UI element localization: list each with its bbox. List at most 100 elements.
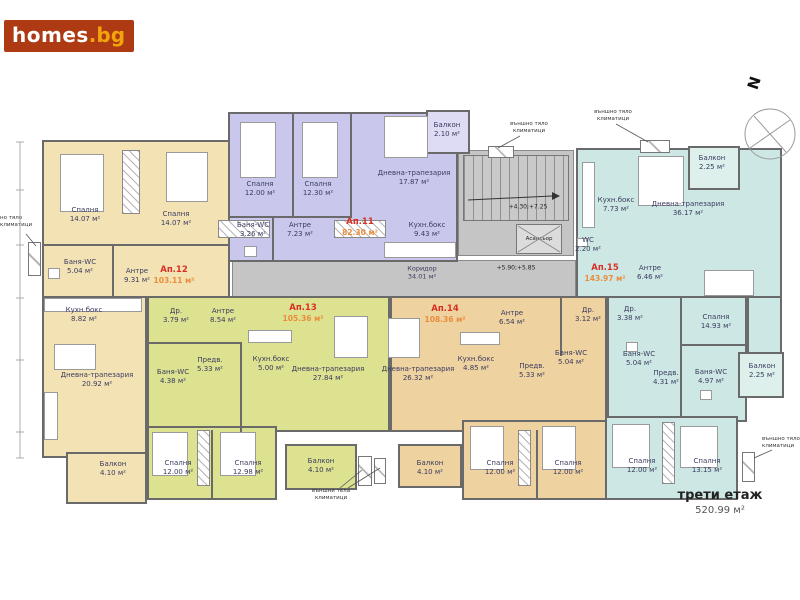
room-name: Баня-WC xyxy=(694,367,728,376)
room-area: 14.07 м² xyxy=(69,215,101,223)
room-name: Кухн.бокс xyxy=(408,220,446,229)
room-area: 12.00 м² xyxy=(244,189,276,197)
room-area: 36.17 м² xyxy=(672,209,704,217)
ac-note-line: външни тела xyxy=(311,488,351,494)
bath-fixture xyxy=(48,268,60,279)
room-name: Предв. xyxy=(197,355,223,364)
bed xyxy=(704,270,754,296)
room-area: 14.93 м² xyxy=(700,322,732,330)
floor-name: трети етаж xyxy=(677,488,763,503)
dining-table xyxy=(334,316,368,358)
room-name: Баня-WC xyxy=(236,220,270,229)
room-name: Предв. xyxy=(653,368,679,377)
room-area: 2.10 м² xyxy=(434,130,460,138)
room-area: 5.04 м² xyxy=(626,359,652,367)
ac-unit xyxy=(742,452,755,482)
room-area: 7.73 м² xyxy=(603,205,629,213)
room-area: 5.33 м² xyxy=(197,365,223,373)
wardrobe xyxy=(122,150,140,214)
room-area: 12.00 м² xyxy=(626,466,658,474)
bed xyxy=(240,122,276,178)
bed xyxy=(680,426,718,468)
wall xyxy=(272,218,274,262)
room-name: Дневна-трапезария xyxy=(651,199,725,208)
room-area: 2.25 м² xyxy=(749,371,775,379)
room-label: Предв.5.33 м² xyxy=(197,356,223,374)
ac-note-line: климатици xyxy=(762,443,795,450)
wardrobe xyxy=(334,220,386,238)
dining-table xyxy=(384,116,428,158)
room-area: 14.07 м² xyxy=(160,219,192,227)
room-name: Спалня xyxy=(71,205,99,214)
bed xyxy=(220,432,256,476)
room-area: 12.98 м² xyxy=(232,468,264,476)
wardrobe xyxy=(218,220,270,238)
room-label: Др.3.12 м² xyxy=(575,306,601,324)
room-name: Спалня xyxy=(702,312,730,321)
room-area: 4.85 м² xyxy=(463,364,489,372)
ac-note-line: климатици xyxy=(314,495,348,502)
apartment-id: Ап.15 xyxy=(591,263,619,274)
apartment-id: Ап.11 xyxy=(346,217,374,228)
room-area: 12.00 м² xyxy=(162,468,194,476)
compass-cross xyxy=(753,115,787,153)
room-name: Спалня xyxy=(554,458,582,467)
ac-note-line: външно тяло xyxy=(762,436,800,442)
compass-cross xyxy=(749,119,791,149)
room-name: Антре xyxy=(125,266,149,275)
ac-unit xyxy=(640,140,670,153)
room-area: 27.84 м² xyxy=(312,374,344,382)
bed xyxy=(470,426,504,470)
room-area: 3.26 м² xyxy=(240,230,266,238)
room-name: Кухн.бокс xyxy=(252,354,290,363)
bed xyxy=(542,426,576,470)
room-name: Антре xyxy=(638,263,662,272)
room-area: 12.00 м² xyxy=(484,468,516,476)
room-name: Дневна-трапезария xyxy=(377,168,451,177)
ac-unit xyxy=(358,456,372,486)
apartment-id: Ап.14 xyxy=(431,304,459,315)
wall xyxy=(680,298,682,418)
room-area: 3.79 м² xyxy=(163,316,189,324)
ac-note-line: външно тяло xyxy=(594,109,632,115)
room-name: Др. xyxy=(581,305,595,314)
room-area: 8.54 м² xyxy=(210,316,236,324)
apartment-id: Ап.12 xyxy=(160,265,188,276)
room-name: Спалня xyxy=(164,458,192,467)
corridor-name: Коридор xyxy=(407,264,437,273)
apartment-area: 143.97 м² xyxy=(584,274,626,284)
ac-unit xyxy=(374,458,386,484)
wall xyxy=(292,112,294,218)
room-name: Балкон xyxy=(99,459,127,468)
room-name: Дневна-трапезария xyxy=(381,364,455,373)
room-name: WC xyxy=(582,235,594,244)
bed xyxy=(60,154,104,212)
bed xyxy=(152,432,188,476)
wall xyxy=(147,342,241,344)
ap15-region-edge xyxy=(747,296,782,354)
room-name: Антре xyxy=(211,306,235,315)
room-area: 5.33 м² xyxy=(519,371,545,379)
ap12-region-living xyxy=(42,296,147,458)
room-name: Спалня xyxy=(234,458,262,467)
room-area: 5.04 м² xyxy=(558,358,584,366)
ap15-balcony-top xyxy=(688,146,740,190)
